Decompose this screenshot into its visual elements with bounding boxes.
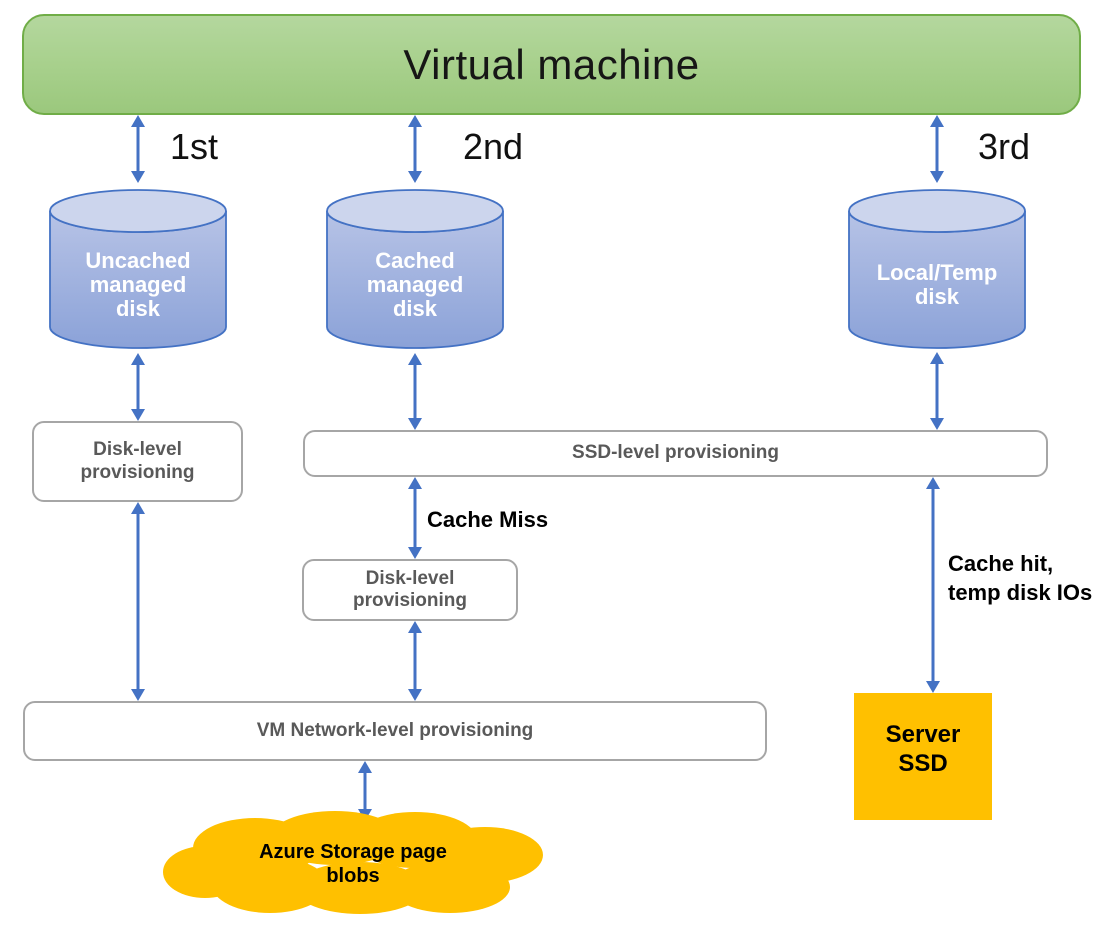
- disk-label: Local/Temp disk: [876, 259, 998, 309]
- arrow-vm-uncached-disk: [130, 115, 146, 183]
- disk-label: Cached managed disk: [366, 247, 464, 322]
- disk-level-provisioning-box-1: Disk-level provisioning: [32, 421, 243, 502]
- disk-level-provisioning-box-2: Disk-level provisioning: [302, 559, 518, 621]
- ssd-level-provisioning-box: SSD-level provisioning: [303, 430, 1048, 477]
- order-label-2nd: 2nd: [463, 126, 524, 167]
- disk-cylinder-icon: [848, 189, 1026, 349]
- arrow-shaft: [931, 486, 935, 684]
- arrow-disk-level-to-vm-network: [130, 502, 146, 701]
- disk-cylinder-icon: [49, 189, 227, 349]
- arrow-shaft: [363, 770, 367, 812]
- order-label-1st: 1st: [170, 126, 219, 167]
- arrow-shaft: [413, 630, 417, 692]
- server-ssd-box: Server SSD: [854, 693, 992, 820]
- arrow-uncached-disk-to-disk-level: [130, 353, 146, 421]
- arrow-cache-miss: [407, 477, 423, 559]
- virtual-machine-label: Virtual machine: [403, 40, 700, 88]
- order-label-3rd: 3rd: [978, 126, 1031, 167]
- arrow-vm-network-to-page-blobs: [357, 761, 373, 821]
- arrow-vm-cached-disk: [407, 115, 423, 183]
- box-label: VM Network-level provisioning: [256, 719, 534, 741]
- cache-miss-label: Cache Miss: [427, 507, 549, 532]
- arrow-local-temp-disk-to-ssd-level: [929, 352, 945, 430]
- arrow-shaft: [413, 486, 417, 550]
- azure-storage-cloud: Azure Storage page blobs: [160, 810, 546, 918]
- disk-cached-managed: Cached managed disk: [325, 186, 505, 352]
- arrow-disk-level2-to-vm-network: [407, 621, 423, 701]
- arrow-ssd-level-to-server-ssd: [925, 477, 941, 693]
- arrow-shaft: [136, 511, 140, 692]
- box-label: Disk-level provisioning: [80, 439, 195, 483]
- disk-uncached-managed: Uncached managed disk: [48, 186, 228, 352]
- disk-local-temp: Local/Temp disk: [847, 186, 1027, 352]
- disk-cylinder-icon: [326, 189, 504, 349]
- arrow-shaft: [935, 361, 939, 421]
- arrow-vm-local-temp-disk: [929, 115, 945, 183]
- server-ssd-label: Server SSD: [885, 720, 961, 777]
- disk-label: Uncached managed disk: [85, 247, 191, 322]
- arrow-shaft: [136, 124, 140, 174]
- arrow-shaft: [413, 124, 417, 174]
- azure-storage-label-wrap: Azure Storage page blobs: [160, 810, 546, 918]
- arrow-shaft: [935, 124, 939, 174]
- box-label: Disk-level provisioning: [353, 567, 467, 611]
- virtual-machine-box: Virtual machine: [22, 14, 1081, 115]
- box-label: SSD-level provisioning: [572, 442, 779, 464]
- arrow-cached-disk-to-ssd-level: [407, 353, 423, 430]
- arrow-shaft: [413, 362, 417, 421]
- azure-storage-label: Azure Storage page blobs: [259, 841, 447, 887]
- cloud-icon: [163, 811, 543, 914]
- vm-network-level-provisioning-box: VM Network-level provisioning: [23, 701, 767, 761]
- arrow-shaft: [136, 362, 140, 412]
- cache-hit-label: Cache hit, temp disk IOs: [948, 551, 1093, 606]
